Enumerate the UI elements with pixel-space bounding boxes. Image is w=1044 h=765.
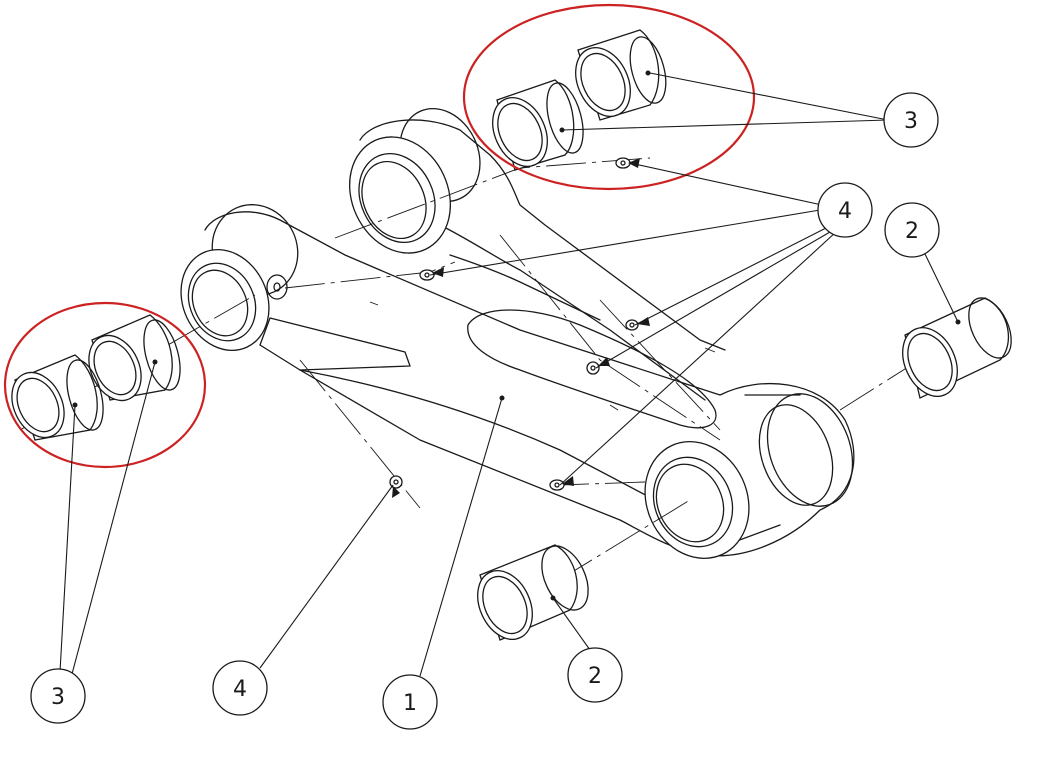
balloon-label: 1: [403, 691, 417, 716]
grease-fitting-left-boss: [419, 269, 435, 281]
bushing-2-bottom: [477, 544, 589, 641]
balloon-1-bottom: 1: [382, 674, 438, 730]
balloon-4-top-right: 4: [817, 182, 873, 238]
leader-lines: [59, 72, 959, 677]
balloon-label: 3: [904, 109, 918, 134]
balloon-3-bottom-left: 3: [30, 668, 86, 724]
grease-fitting-top: [615, 157, 631, 169]
balloon-label: 2: [905, 219, 919, 244]
grease-fitting-right-boss: [549, 479, 565, 491]
highlight-circle-top: [462, 3, 756, 191]
balloon-2-right: 2: [884, 202, 940, 258]
highlight-circle-left: [3, 301, 207, 469]
bushing-2-right: [902, 297, 1012, 399]
balloon-label: 4: [838, 199, 852, 224]
balloon-4-bottom: 4: [212, 660, 268, 716]
balloon-3-top-right: 3: [883, 92, 939, 148]
main-link-arm: [180, 107, 855, 559]
balloon-label: 3: [51, 685, 65, 710]
bushing-3-top-a: [575, 29, 667, 121]
bushing-3-top-b: [492, 79, 584, 171]
grease-fitting-mid-2: [586, 361, 600, 375]
grease-fitting-mid-1: [625, 319, 639, 331]
bushing-3-left-b: [11, 354, 104, 441]
balloon-label: 2: [588, 664, 602, 689]
bushing-3-left-a: [88, 314, 181, 402]
balloon-label: 4: [233, 677, 247, 702]
balloon-2-bottom: 2: [567, 647, 623, 703]
